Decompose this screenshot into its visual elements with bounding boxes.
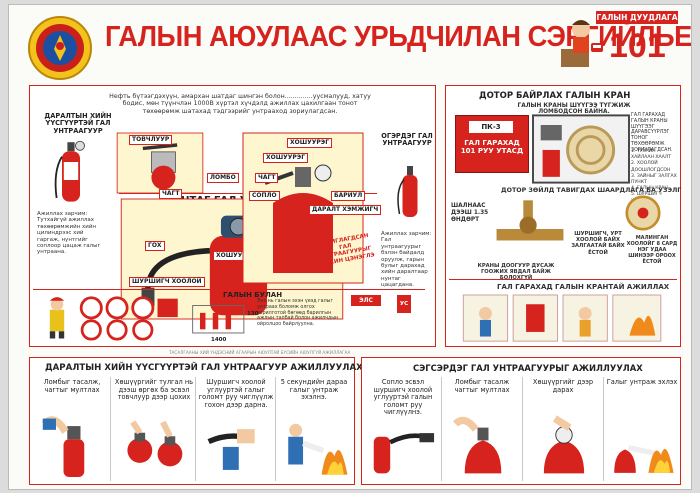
powder-step-3: Шуршигч хоолой углууртэй галыг голомт ру… bbox=[198, 378, 274, 409]
hose-cabinet-icon bbox=[532, 114, 630, 184]
extinguisher-tag: УС bbox=[397, 295, 411, 313]
fireman-icon bbox=[49, 297, 65, 339]
press-lever-icon bbox=[127, 420, 183, 467]
label-check: ЧАГТ bbox=[159, 189, 183, 199]
small-extinguisher-icon bbox=[54, 140, 85, 202]
pipe-caption: КРАНЫ ДООГУУР ДУСАЖ ГООЖИХ ЯВДАЛ БАЙЖ БО… bbox=[477, 263, 555, 281]
gas-step-3: Хөшүүргийг дээр дарах bbox=[532, 378, 594, 394]
checklist-item: 3. ЗАЙНЫГ ЗАЛГАХ ПУНКТ bbox=[631, 173, 677, 186]
measure-v: 130 bbox=[247, 311, 259, 317]
hose-caption: ШУРШИГЧ, УРТ ХООЛОЙ БАЙХ ЗАЛГААТАЙ БАЙХ … bbox=[571, 231, 625, 256]
extinguish-fire-icon bbox=[288, 423, 348, 475]
gas-extinguish-fire-icon bbox=[614, 445, 674, 473]
emblem-icon bbox=[28, 16, 92, 80]
cabinet-note: ГАЛ ГАРАХАД ГАЛЫН КРАНЫ ШҮҮГЭЭГ ДАРАВСҮҮ… bbox=[631, 113, 673, 153]
label-gauge: БАРИУЛ bbox=[331, 191, 366, 201]
step-divider bbox=[110, 377, 111, 481]
valve-height: ШАЛНААС ДЭЭШ 1.35 ӨНДӨРТ bbox=[451, 203, 489, 223]
checklist-item: 4. ГАЛЫН КРАН bbox=[631, 186, 668, 192]
hydrant-title: ДОТОР БАЙРЛАХ ГАЛЫН КРАН bbox=[479, 91, 631, 101]
side-note-left: Ажиллах зарчим: Тутхайгүй ажиллах төхөөр… bbox=[37, 211, 101, 256]
press-gas-lever-icon bbox=[543, 415, 585, 474]
usage-scene-icon bbox=[462, 294, 662, 342]
gas-title: ОГЭРДЭГ ГАЛ УНТРААГУУР bbox=[381, 132, 433, 148]
powder-step-4: 5 секундийн дараа галыг унтраж эхэлнэ. bbox=[280, 378, 348, 402]
hose-reel-icon bbox=[625, 195, 661, 231]
aim-hose-icon bbox=[207, 429, 255, 470]
powder-title: ДАРАЛТЫН ХИЙН ҮҮСГҮҮРТЭЙ ГАЛ УНТРААГУУР bbox=[44, 112, 112, 135]
powder-step-1: Ломбыг тасалж, чагтыг мултлах bbox=[43, 378, 101, 394]
side-note-right: Ажиллах зарчим: Гал унтраагуурыг бэлэн б… bbox=[381, 231, 432, 289]
floor-caption: ДОТОР ЗӨЙЛД ТАВИГДАХ ШААРДЛАГА БА УЗЭЛГ bbox=[501, 187, 682, 194]
label-pressure: ДАРАЛТ ХЭМЖИГЧ bbox=[309, 205, 382, 215]
aim-nozzle-icon bbox=[373, 433, 435, 474]
label-lever: ТОВЧЛУУР bbox=[129, 135, 173, 145]
step-divider bbox=[522, 377, 523, 481]
step-divider bbox=[441, 377, 442, 481]
checklist-item: 1. ТУХАЙН ХАЙЛААН ХААЛТ bbox=[631, 149, 672, 161]
label-gas-lever: ХОШУУРЭГ bbox=[287, 138, 333, 148]
pull-pin-icon bbox=[41, 416, 85, 477]
hotline-label: ГАЛЫН ДУУДЛАГА bbox=[596, 11, 678, 24]
usage-title: ГАЛ ГАРАХАД ГАЛЫН КРАНТАЙ АЖИЛЛАХ bbox=[497, 283, 670, 291]
gas-step-1: Сопло эсвэл шуршигч хоолой углууртэй гал… bbox=[373, 378, 433, 417]
label-gas-check: ЧАГТ bbox=[255, 173, 279, 183]
label-hose: ШУРШИГЧ ХООЛОЙ bbox=[129, 277, 205, 287]
measure-h: 1400 bbox=[211, 337, 227, 343]
fire-shield-title: ГАЛЫН БУЛАН bbox=[223, 291, 283, 299]
label-gas-body: ХОШУУРЭГ bbox=[263, 153, 309, 163]
checklist-item: 2. ХООЛОЙ ДООШЛОГДСОН bbox=[631, 161, 671, 173]
child-with-phone-icon bbox=[561, 20, 603, 67]
prohibition-signs-icon bbox=[79, 296, 178, 341]
fire-shield-desc: Энэ нь галын эхэн үеэд галыг унтраах бол… bbox=[257, 299, 339, 328]
gas-step-2: Ломбыг тасалж чагтыг мултлах bbox=[454, 378, 510, 394]
small-gas-extinguisher-icon bbox=[397, 166, 418, 217]
fire-shield-section bbox=[33, 289, 425, 345]
powder-steps-title: ДАРАЛТЫН ХИЙН ҮҮСГҮҮРТЭЙ ГАЛ УНТРААГУУР … bbox=[45, 363, 363, 373]
pull-seal-icon bbox=[452, 416, 502, 474]
hotline-number: 101 bbox=[609, 27, 666, 65]
shield-diagram-icon bbox=[192, 305, 245, 334]
powder-step-2: Хөшүүргийг тулгал нь дээш өргөх ба эсвэл… bbox=[114, 378, 194, 402]
label-gas-nozzle: СОПЛО bbox=[249, 191, 280, 201]
cabinet-caption: ГАЛЫН КРАНЫ ШҮҮГЭЭ ТҮГЖИЖ ЛОМБОДСОН БАЙН… bbox=[517, 103, 631, 115]
reel-caption: МАЛИНГАН ХООЛОЙГ 8 САРД НЭГ УДАА ШИНЭЭР … bbox=[626, 235, 678, 265]
hydrant-tag: ЭЛС bbox=[351, 295, 381, 306]
label-gox: ГОХ bbox=[145, 241, 165, 251]
gas-steps-title: СЭГСЭРДЭГ ГАЛ УНТРААГУУРЫГ АЖИЛЛУУЛАХ bbox=[413, 363, 643, 373]
bottom-left-note: ТАСАЛГААНЫ ХИЙ ҮНДЭСНИЙ АГААРЫН АЮУЛТАЙ … bbox=[169, 350, 351, 355]
valve-pipe-icon bbox=[496, 200, 564, 241]
label-seal: ЛОМБО bbox=[207, 173, 239, 183]
step-divider bbox=[603, 377, 604, 481]
step-divider bbox=[195, 377, 196, 481]
usage-band bbox=[449, 279, 677, 280]
gas-step-4: Галыг унтраж эхлэх bbox=[606, 378, 678, 386]
cabinet-call: ГАЛ ГАРАХАД 101 РУУ УТАСД bbox=[460, 139, 524, 156]
step-divider bbox=[275, 377, 276, 481]
cabinet-code: ПК-3 bbox=[469, 121, 513, 133]
page-title: ГАЛЫН АЮУЛААС УРЬДЧИЛАН СЭРГИЙЛЬЕ! bbox=[105, 21, 692, 53]
fire-safety-poster: ГАЛЫН АЮУЛААС УРЬДЧИЛАН СЭРГИЙЛЬЕ! ГАЛЫН… bbox=[8, 4, 692, 490]
intro-text: Нефть бүтээгдэхүүн, амархан шатдаг шингэ… bbox=[109, 93, 371, 115]
